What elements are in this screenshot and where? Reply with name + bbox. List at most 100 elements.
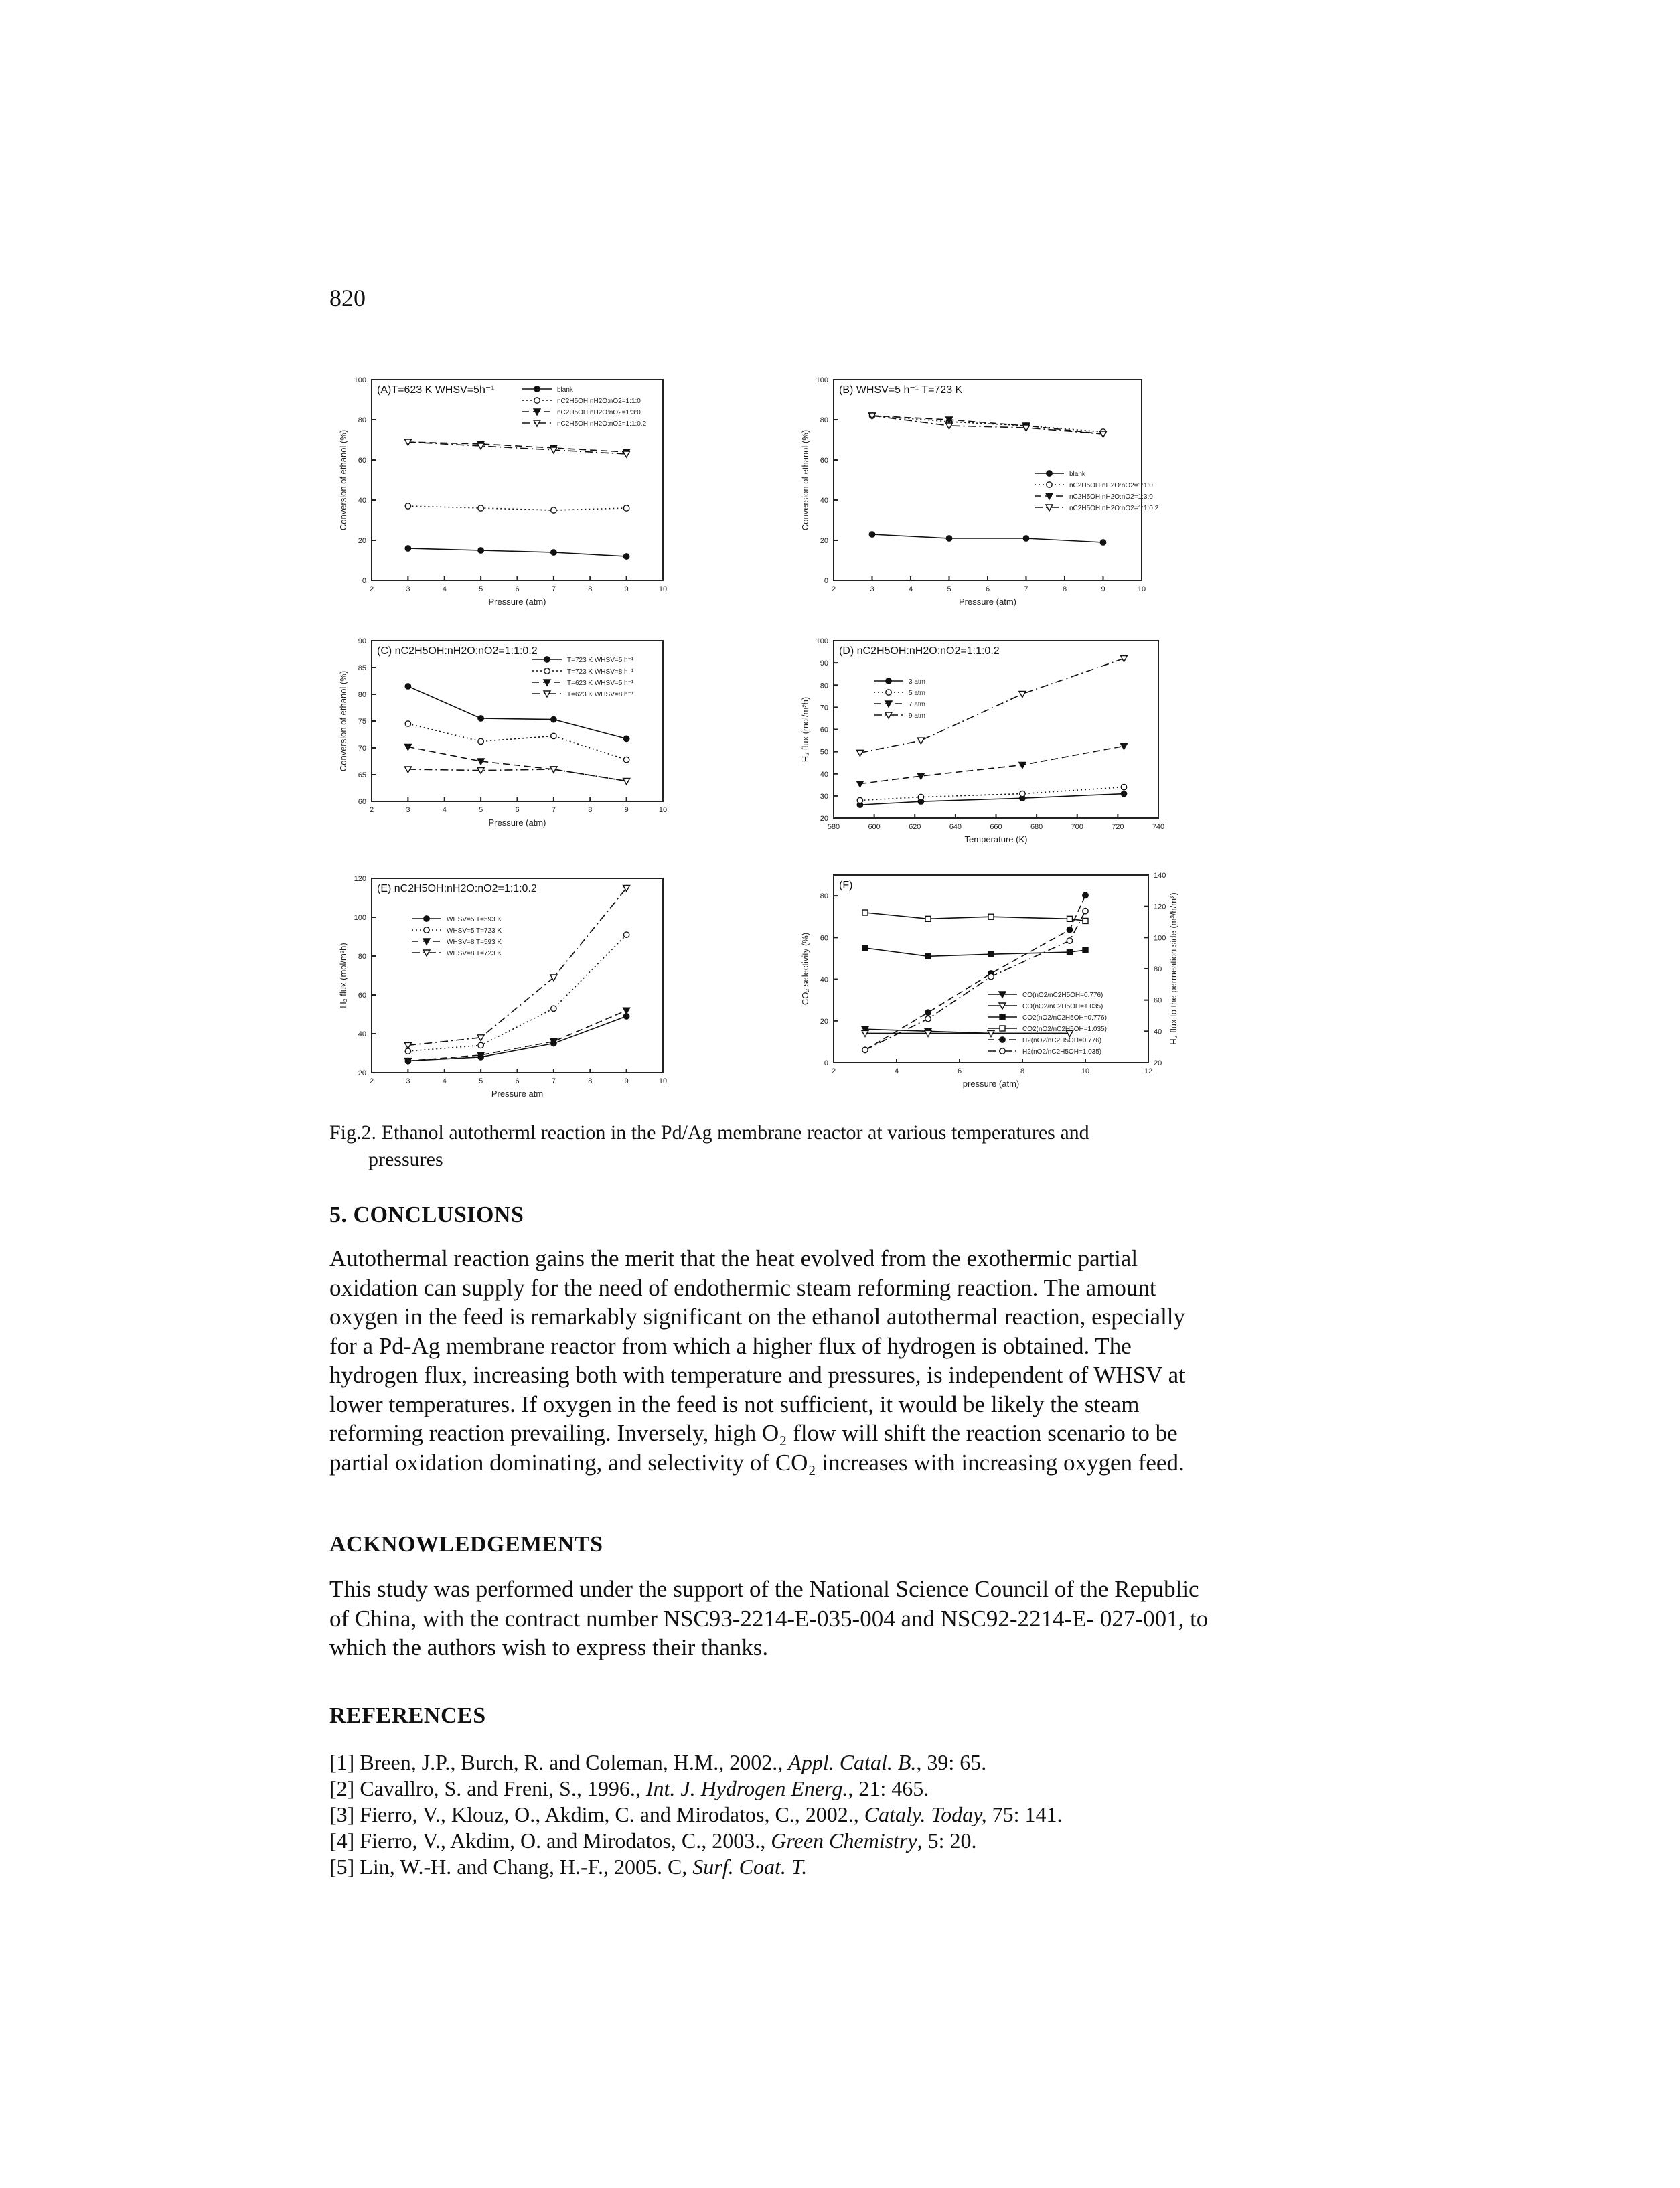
x-axis-label: Pressure (atm) <box>489 817 546 828</box>
series-2 <box>856 783 1128 804</box>
y-tick-label: 20 <box>820 537 828 545</box>
caption-text: Ethanol autotherml reaction in the Pd/Ag… <box>381 1121 1089 1144</box>
references-heading: REFERENCES <box>329 1703 486 1728</box>
series-4-point <box>476 1034 485 1042</box>
series-line <box>408 1016 627 1062</box>
series-2 <box>404 720 630 763</box>
caption-text-continued: pressures <box>368 1148 443 1170</box>
legend-point <box>422 938 431 946</box>
series-3 <box>862 945 1089 960</box>
plot-frame <box>833 379 1142 581</box>
legend-label: blank <box>557 386 574 394</box>
series-1 <box>404 683 630 743</box>
y-tick-label: 60 <box>358 992 366 1000</box>
series-3 <box>856 743 1128 789</box>
series-2-point <box>550 1005 557 1012</box>
x-tick-label: 4 <box>443 1077 447 1085</box>
x-tick-label: 10 <box>659 806 667 814</box>
legend-point <box>998 991 1007 999</box>
series-1 <box>856 790 1128 809</box>
series-4-point <box>856 749 864 757</box>
series-3-point <box>404 1057 412 1066</box>
series-2-point <box>550 732 557 740</box>
series-2-point <box>856 797 864 804</box>
series-line <box>860 793 1124 805</box>
legend-point <box>998 1002 1007 1010</box>
series-4 <box>862 909 1089 925</box>
legend-label: nC2H5OH:nH2O:nO2=1:1:0 <box>557 398 641 405</box>
y-tick-label: 40 <box>820 771 828 779</box>
y2-tick-label: 80 <box>1154 965 1162 973</box>
plot-frame <box>371 640 664 802</box>
series-4-point <box>868 412 876 420</box>
y-tick-label: 80 <box>358 953 366 961</box>
legend-label: nC2H5OH:nH2O:nO2=1:1:0 <box>1069 482 1153 489</box>
conclusions-line: for a Pd-Ag membrane reactor from which … <box>329 1332 1132 1359</box>
legend-point <box>534 386 540 392</box>
series-1-point <box>477 547 485 554</box>
x-axis-label: Pressure (atm) <box>489 597 546 607</box>
x-tick-label: 740 <box>1152 823 1164 831</box>
x-tick-label: 3 <box>406 1077 410 1085</box>
x-tick-label: 4 <box>909 585 913 593</box>
legend-label: 9 atm <box>909 712 925 720</box>
legend-point <box>423 915 430 922</box>
y-tick-label: 60 <box>820 934 828 942</box>
x-tick-label: 7 <box>552 585 556 593</box>
series-4 <box>404 884 631 1050</box>
series-2-point <box>477 1042 485 1049</box>
legend-label: T=623 K WHSV=8 h⁻¹ <box>567 691 634 698</box>
legend-point <box>884 700 893 708</box>
x-tick-label: 9 <box>625 806 629 814</box>
series-1-point <box>623 553 630 560</box>
series-5-point <box>1082 892 1089 899</box>
y-axis-label: H₂ flux (mol/m²h) <box>338 943 348 1008</box>
series-6-point <box>988 973 994 980</box>
legend: blank nC2H5OH:nH2O:nO2=1:1:0 nC2H5OH:nH2O:… <box>522 386 647 428</box>
series-line <box>408 548 627 557</box>
y-tick-label: 80 <box>820 682 828 690</box>
legend-point <box>544 656 550 663</box>
x-tick-label: 2 <box>832 585 836 593</box>
legend-label: H2(nO2/nC2H5OH=0.776) <box>1022 1037 1101 1044</box>
y-tick-label: 80 <box>820 416 828 424</box>
y-axis-label: Conversion of ethanol (%) <box>338 671 348 771</box>
conclusions-line: partial oxidation dominating, and select… <box>329 1449 1185 1476</box>
y-axis-label: CO₂ selectivity (%) <box>800 933 810 1005</box>
series-1 <box>404 1012 630 1065</box>
series-line <box>872 415 1103 435</box>
series-6 <box>862 907 1089 1054</box>
series-1-point <box>860 1026 870 1034</box>
series-line <box>408 505 627 511</box>
legend-point <box>422 949 431 957</box>
acknowledgements-line: which the authors wish to express their … <box>329 1634 769 1660</box>
y2-tick-label: 20 <box>1154 1059 1162 1067</box>
x-tick-label: 660 <box>990 823 1002 831</box>
conclusions-heading: 5. CONCLUSIONS <box>329 1202 524 1227</box>
series-2-point <box>404 720 412 727</box>
x-tick-label: 7 <box>1024 585 1028 593</box>
series-4-point <box>1099 431 1108 439</box>
series-4-point <box>1022 424 1030 433</box>
series-4-point <box>476 443 485 451</box>
y-tick-label: 100 <box>816 637 828 645</box>
series-4 <box>404 439 631 459</box>
y-tick-label: 70 <box>358 745 366 753</box>
series-2-point <box>923 1030 933 1038</box>
series-2 <box>404 931 630 1054</box>
series-4-point <box>404 439 412 447</box>
series-1-point <box>550 549 557 556</box>
series-6-point <box>925 1015 931 1022</box>
x-tick-label: 700 <box>1071 823 1083 831</box>
legend-label: nC2H5OH:nH2O:nO2=1:3:0 <box>557 409 641 416</box>
y-tick-label: 0 <box>362 577 366 585</box>
y-tick-label: 30 <box>820 793 828 801</box>
series-4-point <box>476 767 485 775</box>
legend-point <box>423 927 430 933</box>
legend-label: WHSV=8 T=723 K <box>447 950 502 957</box>
series-line <box>872 415 1103 435</box>
x-tick-label: 7 <box>552 806 556 814</box>
